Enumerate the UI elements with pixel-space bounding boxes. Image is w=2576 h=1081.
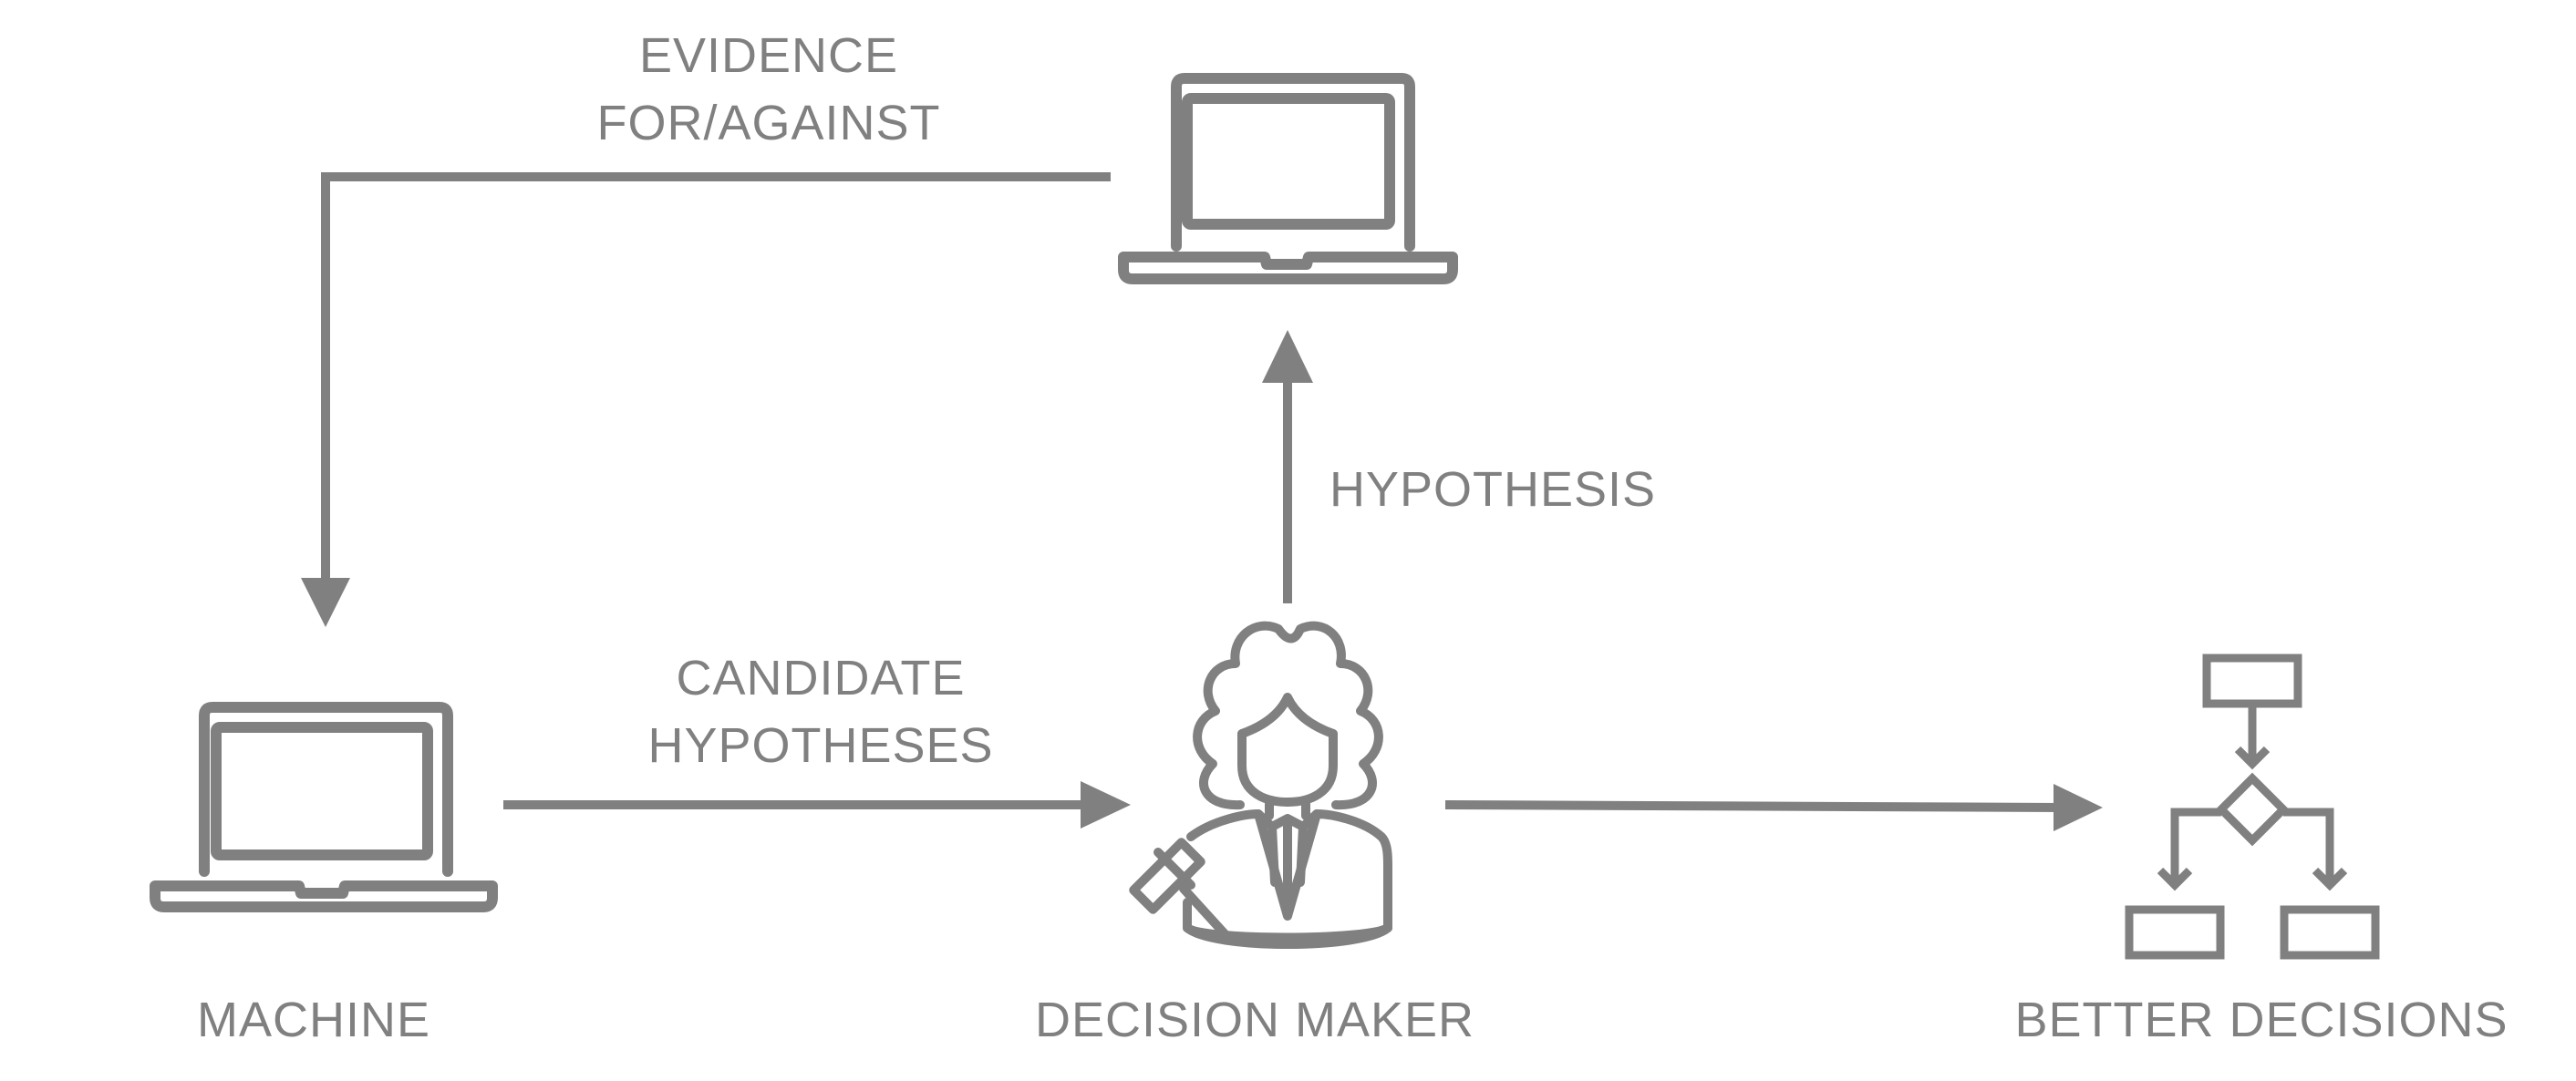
decision-arrowhead	[2054, 784, 2103, 831]
better-decisions-label: BETTER DECISIONS	[2014, 993, 2509, 1047]
decision-arrow-line	[1444, 800, 2064, 812]
evidence-arrowhead	[301, 578, 350, 627]
machine-label: MACHINE	[196, 993, 431, 1047]
candidate-hypotheses-label: CANDIDATE HYPOTHESES	[647, 644, 993, 779]
evidence-label-line-2: FOR/AGAINST	[596, 96, 941, 150]
candidate-label-line-1: CANDIDATE	[676, 651, 966, 705]
judge-icon	[1129, 621, 1392, 949]
hypothesis-label: HYPOTHESIS	[1329, 462, 1657, 517]
hypothesis-arrowhead	[1262, 330, 1313, 383]
flowchart-icon	[2125, 654, 2380, 960]
evidence-label: EVIDENCE FOR/AGAINST	[596, 22, 940, 157]
candidate-arrowhead	[1081, 781, 1131, 829]
machine-laptop-icon	[150, 702, 498, 912]
top-laptop-icon	[1118, 73, 1458, 284]
candidate-label-line-2: HYPOTHESES	[647, 718, 994, 773]
decision-maker-label: DECISION MAKER	[1034, 993, 1475, 1047]
evidence-label-line-1: EVIDENCE	[638, 28, 899, 83]
evidence-arrow-line	[321, 172, 1111, 583]
